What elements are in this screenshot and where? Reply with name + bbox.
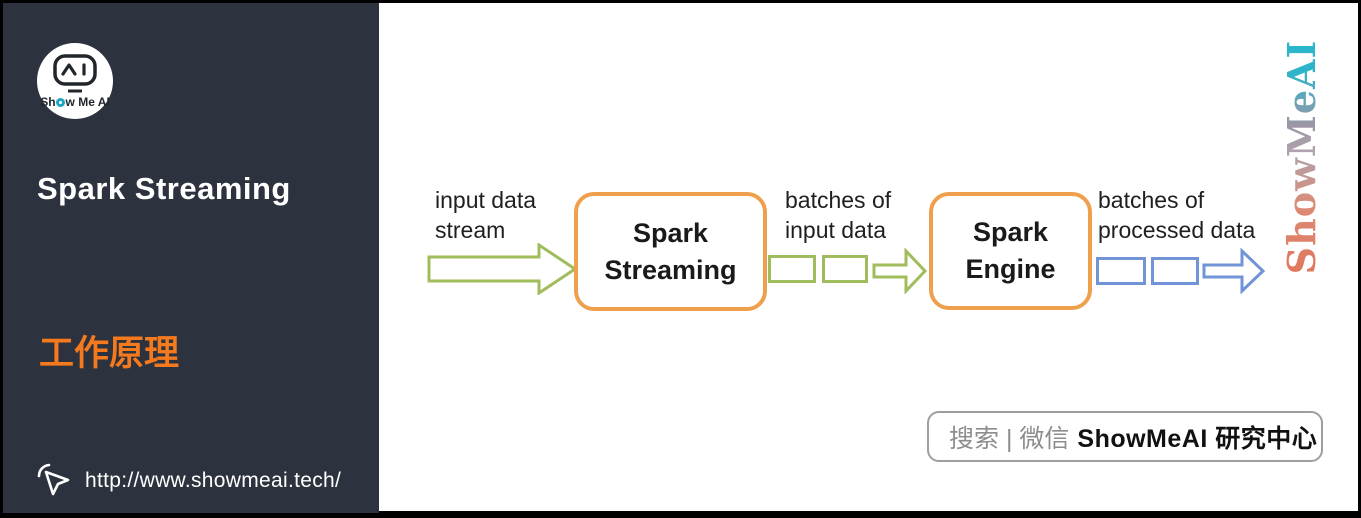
showmeai-watermark: ShowMeAI: [1279, 27, 1327, 287]
page-title: Spark Streaming: [37, 171, 291, 206]
processed-output-arrow-icon: [1202, 248, 1266, 294]
search-brand-text: ShowMeAI 研究中心: [1077, 424, 1318, 453]
processed-batch-rect: [1151, 257, 1199, 285]
robot-icon: [53, 54, 97, 93]
sidebar: Sh w Me AI Spark Streaming 工作原理 http://ww…: [3, 3, 379, 513]
logo-wordmark: Sh w Me AI: [37, 95, 113, 109]
batches-input-arrow-icon: [872, 248, 928, 294]
logo-text-pre: Sh: [40, 95, 56, 109]
showmeai-logo: Sh w Me AI: [37, 43, 113, 119]
spark-streaming-node: Spark Streaming: [574, 192, 767, 311]
wechat-search-bar[interactable]: 搜索 | 微信 ShowMeAI 研究中心: [927, 411, 1323, 462]
input-batch-rect: [768, 255, 816, 283]
input-data-stream-label: input data stream: [435, 187, 537, 243]
cursor-icon: [37, 463, 70, 496]
logo-text-post: w Me AI: [65, 95, 110, 109]
spark-engine-node: Spark Engine: [929, 192, 1092, 310]
website-url: http://www.showmeai.tech/: [85, 469, 342, 492]
logo-o-dot-icon: [56, 98, 66, 107]
input-stream-arrow-icon: [427, 243, 577, 295]
batches-processed-label: batches of processed data: [1098, 187, 1256, 243]
slide-content: input data stream Spark Streaming batche…: [379, 3, 1358, 511]
website-link[interactable]: http://www.showmeai.tech/: [35, 461, 341, 501]
section-title: 工作原理: [39, 334, 180, 373]
processed-batch-rect: [1096, 257, 1146, 285]
input-batch-rect: [822, 255, 868, 283]
search-hint-text: 搜索 | 微信: [949, 424, 1070, 453]
batches-input-label: batches of input data: [785, 187, 892, 243]
